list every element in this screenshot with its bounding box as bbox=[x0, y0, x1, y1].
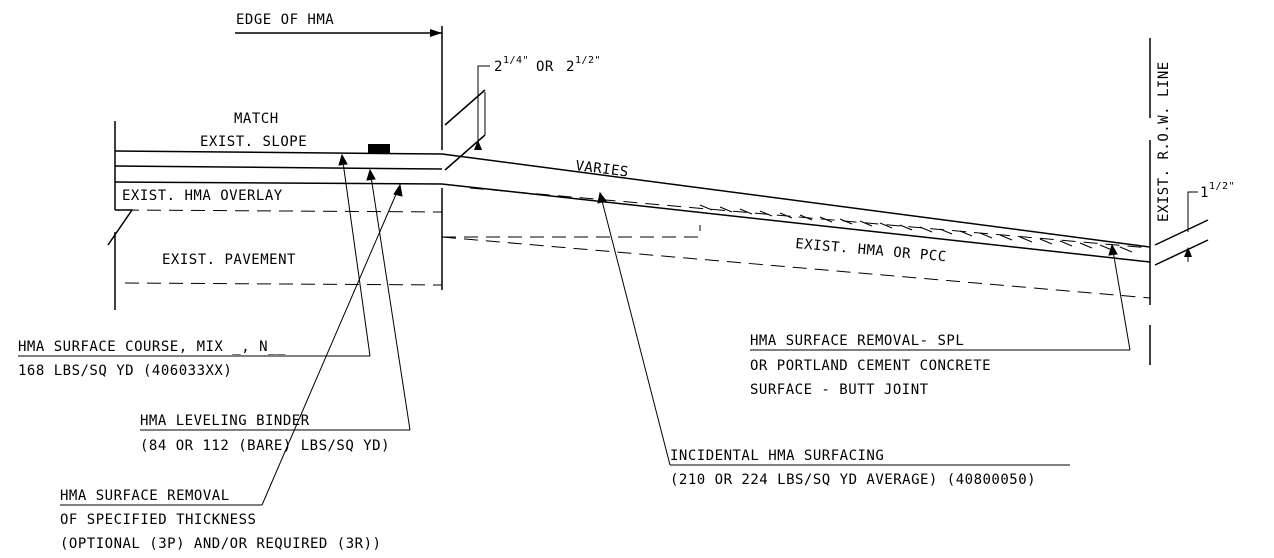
exist-hma-or-pcc-label: EXIST. HMA OR PCC bbox=[795, 236, 948, 265]
dim-left-2b: 2 bbox=[566, 59, 575, 75]
dim-left-2b-frac: 1/2" bbox=[575, 55, 601, 66]
right-thickness-dimension bbox=[1154, 191, 1209, 266]
butt-joint-callout-1: HMA SURFACE REMOVAL- SPL bbox=[750, 333, 964, 349]
match-label-2: EXIST. SLOPE bbox=[200, 134, 307, 150]
butt-joint-callout-3: SURFACE - BUTT JOINT bbox=[750, 382, 929, 398]
surface-course-callout-1: HMA SURFACE COURSE, MIX _, N__ bbox=[18, 339, 286, 355]
edge-of-hma-marker bbox=[235, 26, 443, 290]
leveling-binder-callout-2: (84 OR 112 (BARE) LBS/SQ YD) bbox=[140, 438, 390, 454]
varies-label: VARIES bbox=[575, 158, 630, 180]
surface-removal-callout-3: (OPTIONAL (3P) AND/OR REQUIRED (3R)) bbox=[60, 536, 381, 552]
surface-removal-callout-1: HMA SURFACE REMOVAL bbox=[60, 488, 230, 504]
dim-left-2a-frac: 1/4" bbox=[503, 55, 529, 66]
surface-course-callout-2: 168 LBS/SQ YD (406033XX) bbox=[18, 363, 232, 379]
incidental-callout-2: (210 OR 224 LBS/SQ YD AVERAGE) (40800050… bbox=[670, 472, 1036, 488]
leveling-binder-callout-1: HMA LEVELING BINDER bbox=[140, 413, 310, 429]
left-pavement-section bbox=[107, 121, 443, 310]
edge-of-hma-label: EDGE OF HMA bbox=[236, 12, 334, 28]
dim-left-or: OR bbox=[536, 59, 554, 75]
left-thickness-dimension bbox=[444, 65, 490, 171]
exist-hma-overlay-label: EXIST. HMA OVERLAY bbox=[122, 188, 283, 204]
dim-left-2a: 2 bbox=[494, 59, 503, 75]
incidental-callout-1: INCIDENTAL HMA SURFACING bbox=[670, 448, 884, 464]
callout-leaders bbox=[18, 153, 1131, 506]
match-label-1: MATCH bbox=[234, 111, 279, 127]
dim-right-frac: 1/2" bbox=[1209, 181, 1235, 192]
exist-pavement-label: EXIST. PAVEMENT bbox=[162, 252, 296, 268]
butt-joint-callout-2: OR PORTLAND CEMENT CONCRETE bbox=[750, 358, 991, 374]
sloped-section bbox=[441, 153, 1151, 299]
surface-removal-callout-2: OF SPECIFIED THICKNESS bbox=[60, 512, 256, 528]
dim-right-1: 1 bbox=[1200, 185, 1209, 201]
exist-row-line-label: EXIST. R.O.W. LINE bbox=[1156, 61, 1172, 222]
hatch-ticks bbox=[699, 204, 1133, 253]
